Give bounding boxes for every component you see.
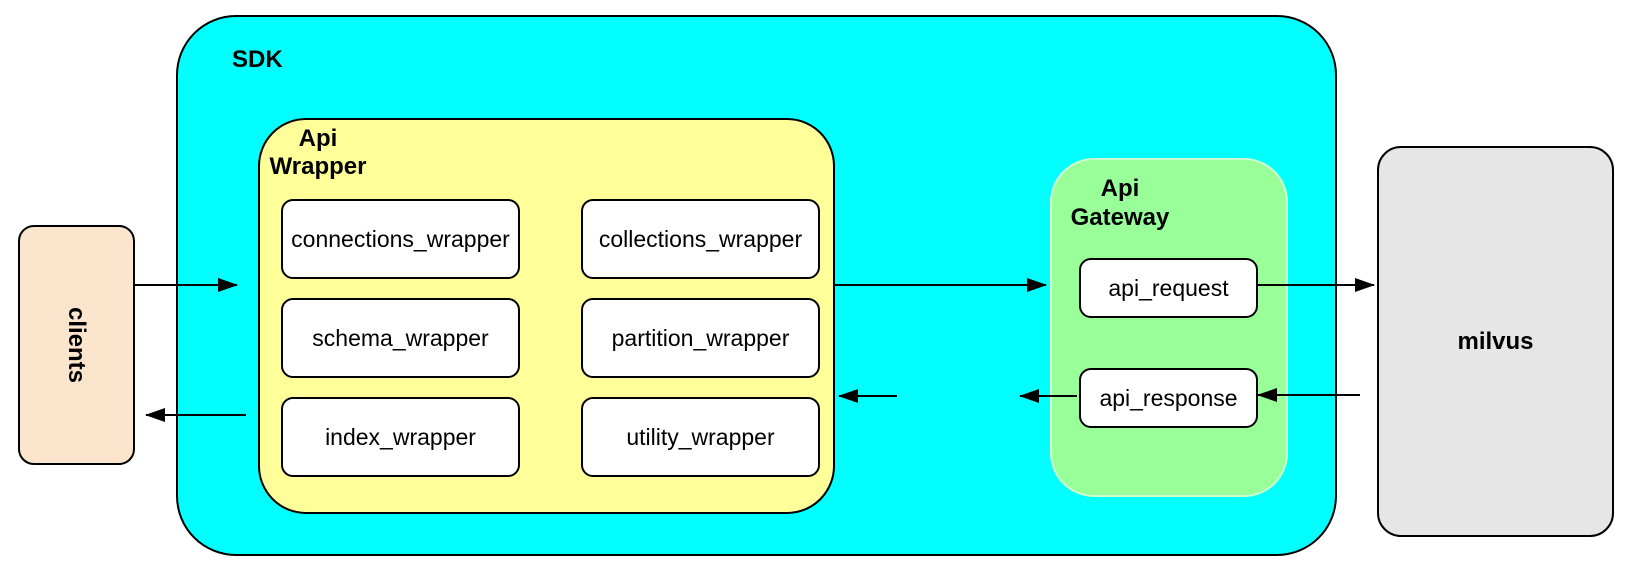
clients-label: clients	[63, 306, 91, 384]
api-gateway-container: Api Gateway api_request api_response	[1050, 158, 1288, 497]
api-wrapper-label-line1: Api	[298, 125, 338, 152]
api-wrapper-container: Api Wrapper connections_wrapper collecti…	[258, 118, 835, 514]
api-response-node: api_response	[1079, 368, 1258, 428]
node-connections-wrapper: connections_wrapper	[281, 199, 520, 279]
api-request-node: api_request	[1079, 258, 1258, 318]
sdk-container: SDK Api Wrapper connections_wrapper coll…	[176, 15, 1337, 556]
milvus-label: milvus	[1457, 327, 1534, 355]
sdk-label: SDK	[232, 46, 283, 73]
node-index-wrapper: index_wrapper	[281, 397, 520, 477]
api-wrapper-label-line2: Wrapper	[269, 153, 367, 180]
api-gateway-label: Api Gateway	[1053, 174, 1187, 232]
milvus-node: milvus	[1377, 146, 1614, 537]
api-gateway-label-line2: Gateway	[1070, 204, 1170, 231]
api-gateway-label-line1: Api	[1100, 175, 1140, 202]
clients-node: clients	[18, 225, 135, 465]
module-grid: connections_wrapper collections_wrapper …	[281, 199, 820, 477]
api-wrapper-label: Api Wrapper	[260, 125, 376, 181]
node-collections-wrapper: collections_wrapper	[581, 199, 820, 279]
node-utility-wrapper: utility_wrapper	[581, 397, 820, 477]
node-partition-wrapper: partition_wrapper	[581, 298, 820, 378]
node-schema-wrapper: schema_wrapper	[281, 298, 520, 378]
